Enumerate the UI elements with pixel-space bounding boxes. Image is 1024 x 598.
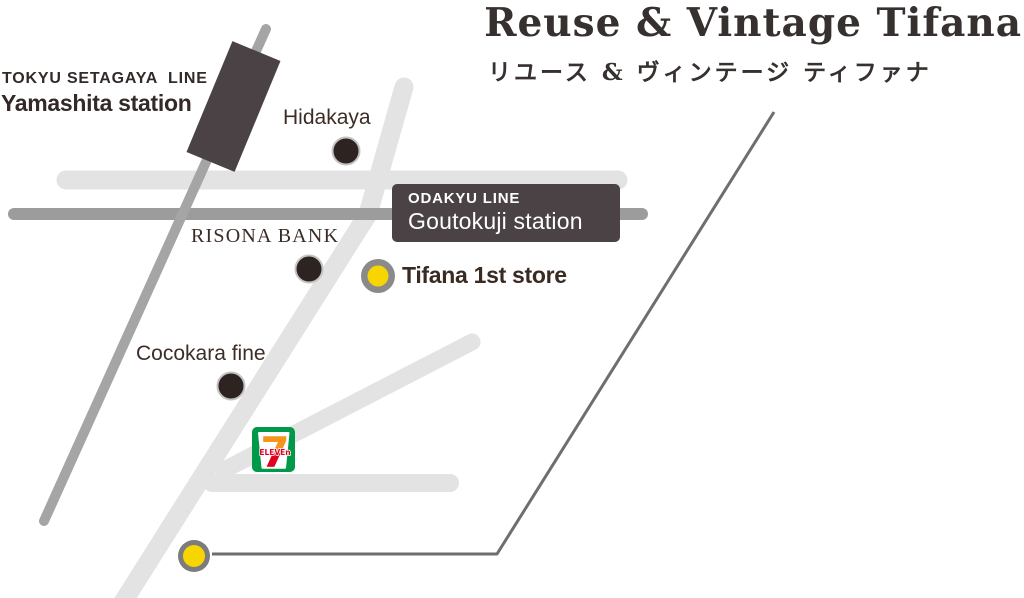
- risona-bank-label: RISONA BANK: [191, 225, 340, 247]
- seven-numeral-red-bottom: 7: [260, 428, 289, 477]
- tifana-1st-marker-center: [367, 265, 389, 287]
- hidakaya-marker: [331, 136, 361, 166]
- seven-eleven-logo-icon: 7 7 ELEVEn: [252, 427, 295, 477]
- yamashita-station-label: Yamashita station: [1, 90, 192, 116]
- page-title: Reuse & Vintage Tifana: [484, 0, 1022, 46]
- tokyu-setagaya-line-label: TOKYU SETAGAYA LINE: [2, 70, 208, 87]
- yamashita-station-building: [186, 41, 281, 172]
- eleven-wordmark: ELEVEn: [259, 448, 290, 457]
- goutokuji-station-banner: ODAKYU LINE Goutokuji station: [392, 184, 620, 242]
- odakyu-line-label: ODAKYU LINE: [408, 190, 521, 207]
- shop-marker-center: [183, 545, 205, 567]
- seven-numeral-orange: 7: [260, 428, 289, 477]
- shop-leader-line: [212, 111, 776, 556]
- page-subtitle-japanese: リユース & ヴィンテージ ティファナ: [488, 59, 932, 86]
- seven-eleven-cup-shape: [258, 432, 290, 469]
- tifana-1st-store-label: Tifana 1st store: [402, 262, 567, 288]
- tifana-shop-location-marker: [178, 540, 210, 572]
- hidakaya-label: Hidakaya: [283, 106, 371, 129]
- risona-bank-marker: [294, 254, 324, 284]
- goutokuji-station-label: Goutokuji station: [408, 208, 583, 234]
- cocokara-fine-label: Cocokara fine: [136, 342, 266, 365]
- cocokara-fine-marker: [216, 371, 246, 401]
- tifana-1st-store-marker: [361, 259, 395, 293]
